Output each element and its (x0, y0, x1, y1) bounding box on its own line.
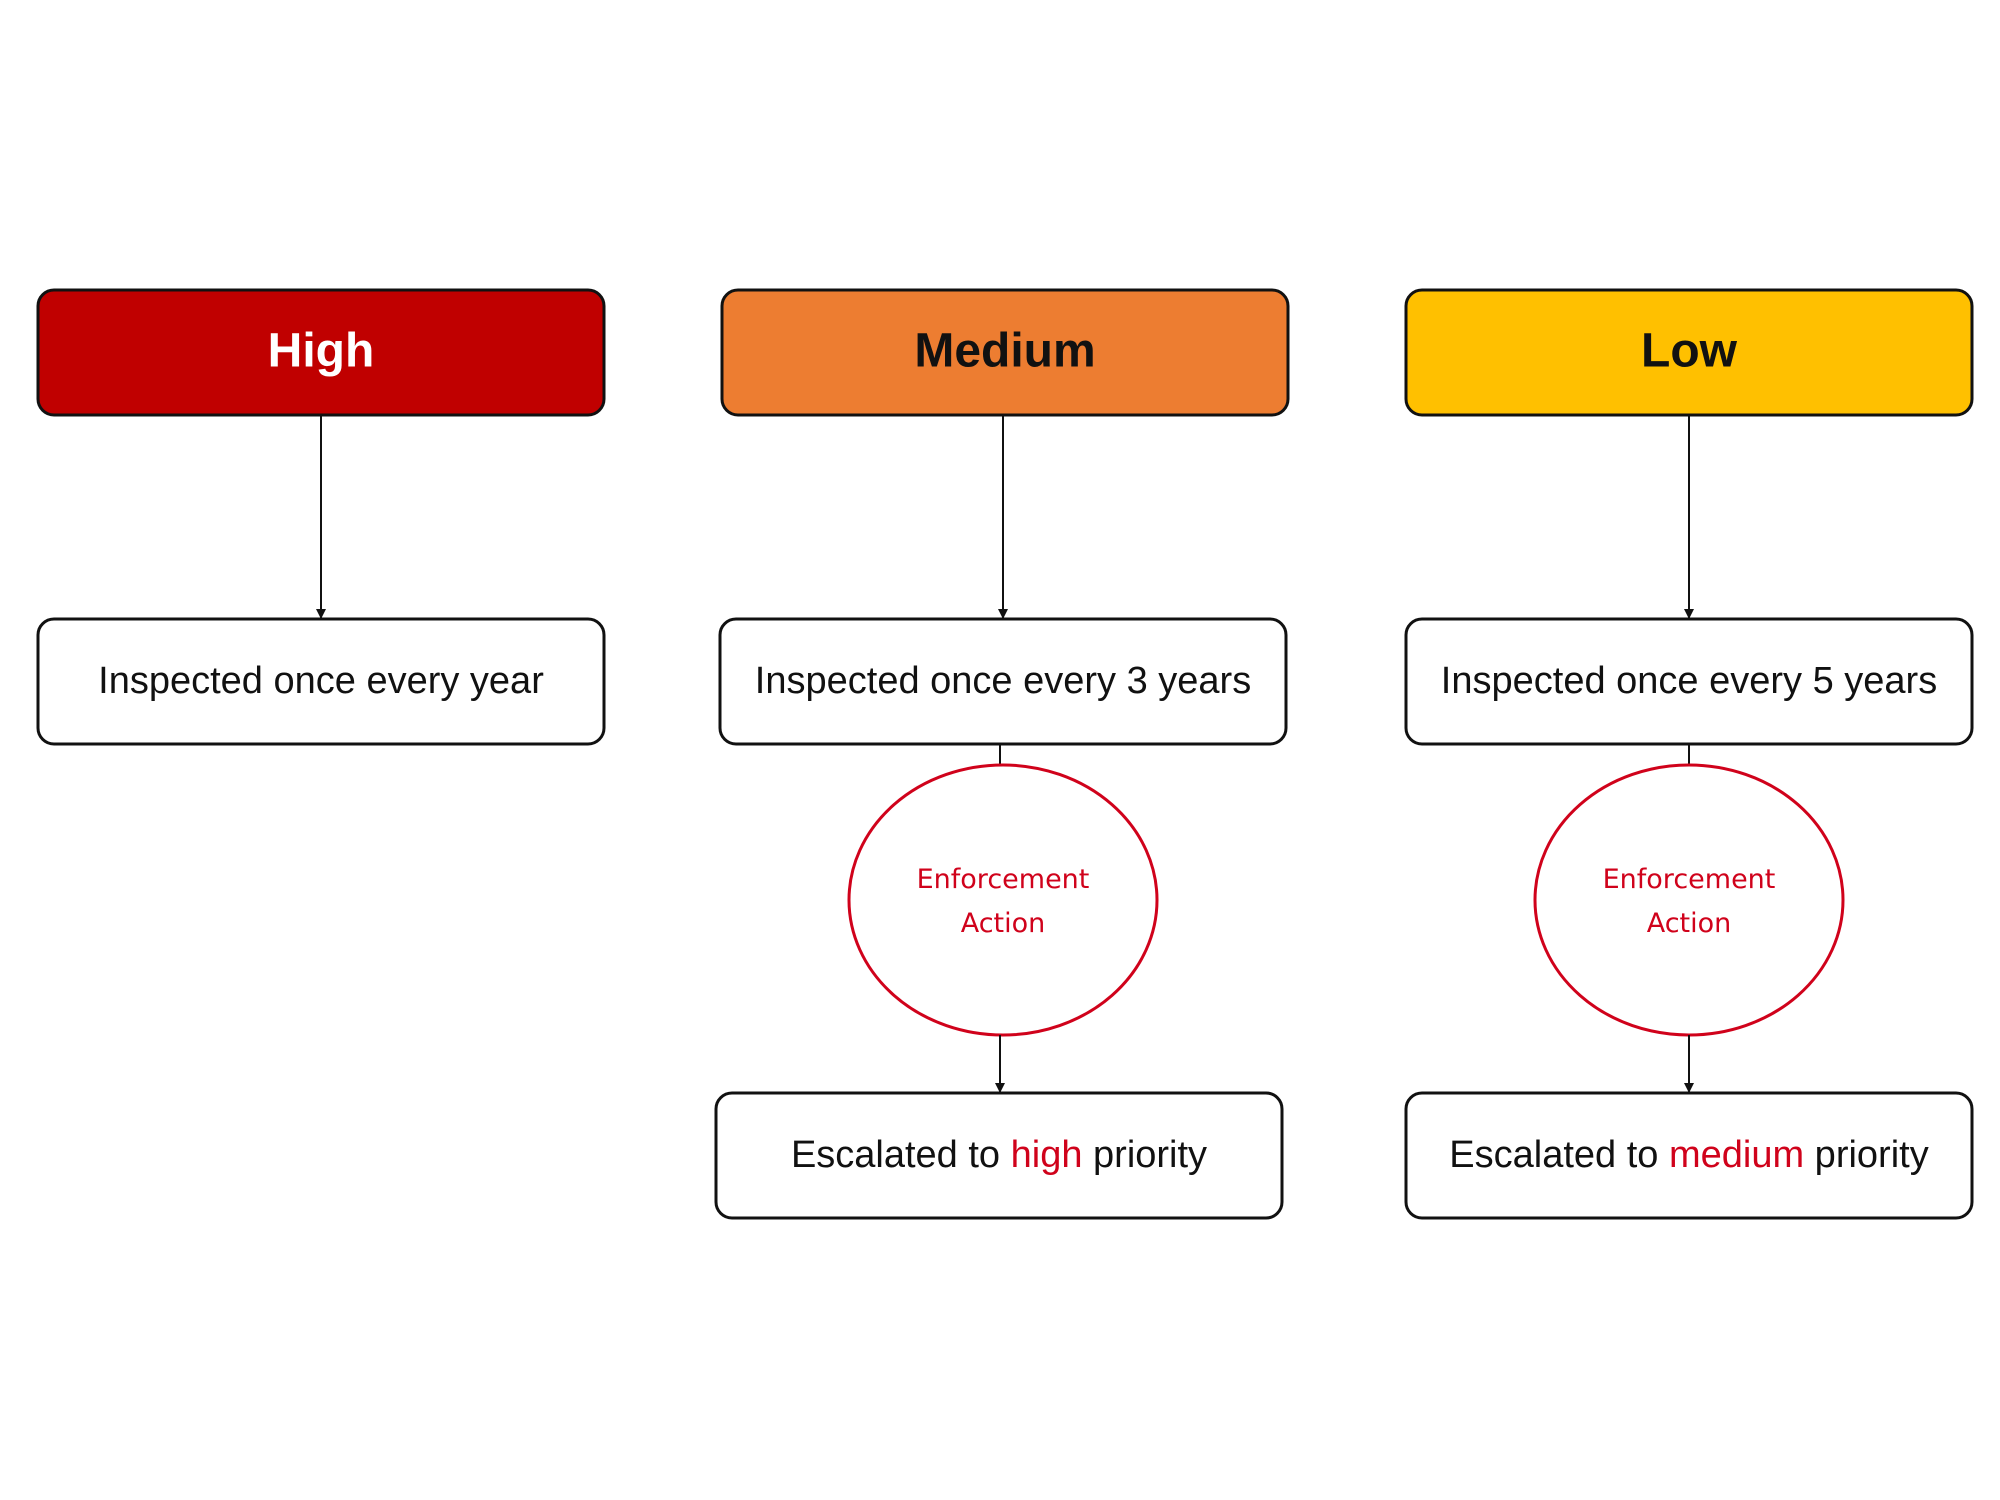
high-inspection-box (36, 617, 606, 746)
medium-inspection-box (718, 617, 1288, 746)
high-inspection-label: Inspected once every year (98, 660, 544, 702)
medium-priority-header (720, 288, 1290, 417)
low-escalation-box (1404, 1091, 1974, 1220)
medium-escalation-box (714, 1091, 1284, 1220)
low-inspection-label: Inspected once every 5 years (1441, 660, 1937, 702)
low-escalation-prefix: Escalated to (1449, 1134, 1669, 1176)
high-priority-header-label: High (268, 325, 375, 378)
low-escalation-suffix: priority (1804, 1134, 1929, 1176)
low-enforcement-label-line2: Action (1647, 908, 1732, 939)
medium-escalation-highlight: high (1011, 1134, 1083, 1176)
medium-priority-header-label: Medium (914, 325, 1095, 378)
medium-enforcement-label-line1: Enforcement (917, 864, 1090, 895)
medium-enforcement-label-line2: Action (961, 908, 1046, 939)
low-escalation-highlight: medium (1669, 1134, 1804, 1176)
medium-inspection-label: Inspected once every 3 years (755, 660, 1251, 702)
column-low: Low Inspected once every 5 years Enforce… (1404, 288, 1974, 1220)
low-priority-header-label: Low (1641, 325, 1738, 378)
medium-enforcement-action-circle (847, 763, 1159, 1037)
low-escalation-label: Escalated to medium priority (1449, 1134, 1928, 1176)
column-medium: Medium Inspected once every 3 years Enfo… (714, 288, 1290, 1220)
medium-escalation-label: Escalated to high priority (791, 1134, 1207, 1176)
low-enforcement-action-circle (1533, 763, 1845, 1037)
low-enforcement-label-line1: Enforcement (1603, 864, 1776, 895)
medium-escalation-prefix: Escalated to (791, 1134, 1011, 1176)
medium-escalation-suffix: priority (1082, 1134, 1207, 1176)
column-high: High Inspected once every year (36, 288, 606, 746)
